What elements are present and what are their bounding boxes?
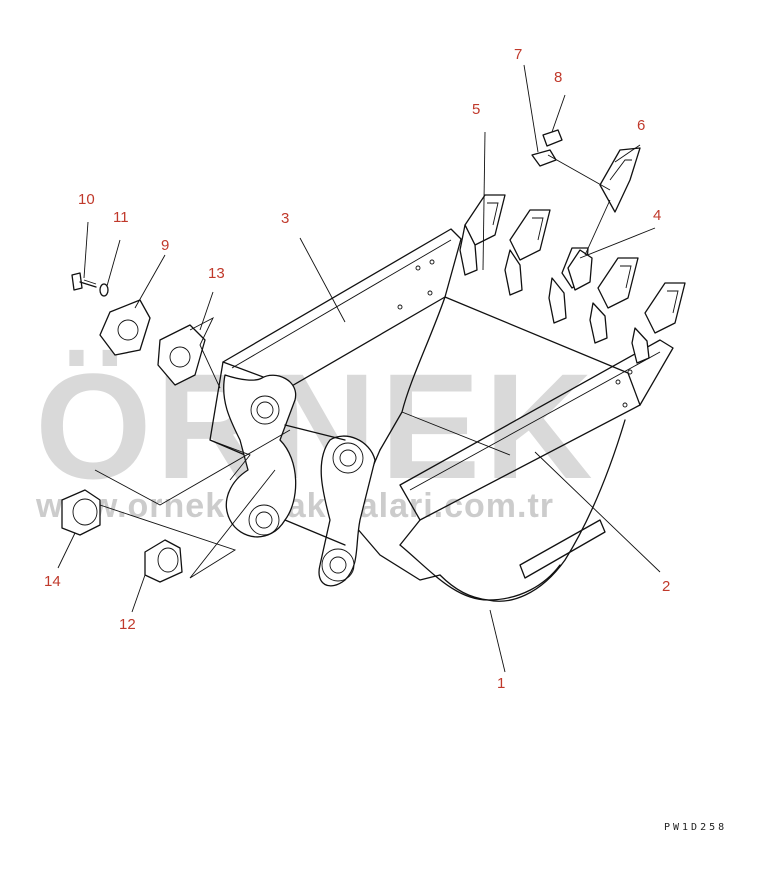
callout-11: 11 [113,209,129,226]
drawing-code: PW1D258 [664,822,727,833]
leader-lines [57,64,661,673]
bucket-teeth [459,147,686,364]
callout-13: 13 [208,265,225,282]
callout-2: 2 [662,578,670,595]
watermark: ÖRNEK www.ornekismakinalari.com.tr [35,342,597,525]
callout-9: 9 [161,237,169,254]
watermark-brand: ÖRNEK [35,342,597,510]
callout-7: 7 [514,46,522,63]
callout-3: 3 [281,210,289,227]
pin-and-retainer [531,129,563,167]
bucket-body [209,228,674,602]
callouts: 1 2 3 4 5 6 7 8 9 10 11 12 13 14 [44,46,670,692]
callout-12: 12 [119,616,136,633]
callout-5: 5 [472,101,480,118]
callout-14: 14 [44,573,61,590]
loose-parts [61,272,206,583]
callout-4: 4 [653,207,661,224]
callout-10: 10 [78,191,95,208]
callout-6: 6 [637,117,645,134]
callout-1: 1 [497,675,505,692]
callout-8: 8 [554,69,562,86]
